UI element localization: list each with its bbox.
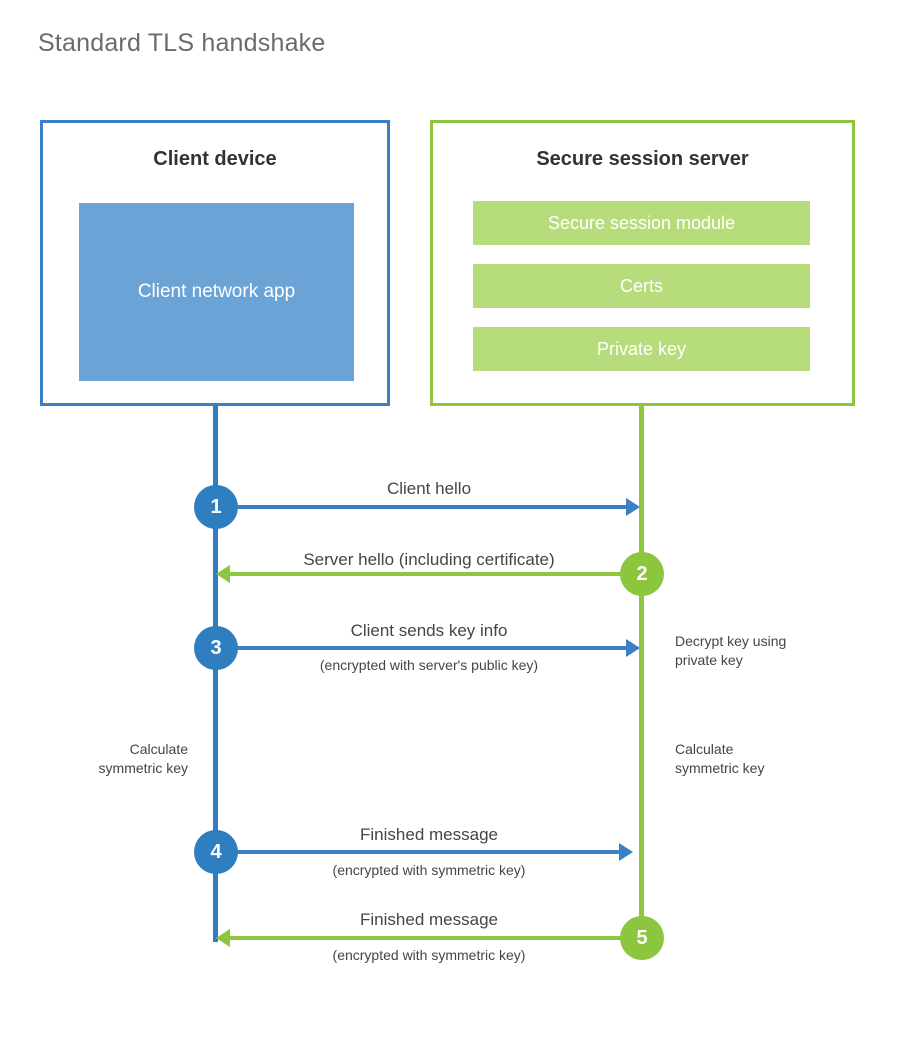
step-1-marker[interactable]: 1	[194, 485, 238, 529]
step-2-label: Server hello (including certificate)	[303, 550, 555, 569]
secure-session-server-title: Secure session server	[536, 148, 749, 170]
annotation-server-calculate-symmetric-key: Calculate symmetric key	[675, 741, 765, 776]
client-device-title: Client device	[153, 148, 277, 170]
step-4-arrow-head	[619, 843, 633, 861]
step-2-arrow-head	[216, 565, 230, 583]
step-4-label: Finished message	[360, 825, 498, 844]
page-title: Standard TLS handshake	[38, 29, 326, 57]
step-2-arrow-line	[230, 572, 642, 576]
step-1-arrow-line	[216, 505, 628, 509]
step-3-arrow-head	[626, 639, 640, 657]
step-1-label: Client hello	[386, 479, 472, 498]
server-component-secure-session-module: Secure session module	[473, 201, 810, 245]
annotation-decrypt-key: Decrypt key using private key	[675, 633, 787, 668]
server-lifeline	[639, 406, 644, 940]
step-5-label: Finished message	[360, 910, 498, 929]
client-lifeline	[213, 406, 218, 942]
step-5-marker[interactable]: 5	[620, 916, 664, 960]
secure-session-server-box: Secure session server Secure session mod…	[430, 120, 855, 406]
annotation-client-calculate-symmetric-key: Calculate symmetric key	[98, 741, 188, 776]
step-4-marker[interactable]: 4	[194, 830, 238, 874]
server-component-certs: Certs	[473, 264, 810, 308]
step-2-marker[interactable]: 2	[620, 552, 664, 596]
step-5-arrow-head	[216, 929, 230, 947]
step-1-arrow-head	[626, 498, 640, 516]
step-3-label: Client sends key info	[350, 621, 508, 640]
step-3-sublabel: (encrypted with server's public key)	[319, 657, 539, 673]
step-4-sublabel: (encrypted with symmetric key)	[332, 862, 526, 878]
server-component-private-key: Private key	[473, 327, 810, 371]
client-device-box: Client device Client network app	[40, 120, 390, 406]
step-3-marker[interactable]: 3	[194, 626, 238, 670]
step-3-arrow-line	[216, 646, 628, 650]
step-5-sublabel: (encrypted with symmetric key)	[332, 947, 526, 963]
step-5-arrow-line	[230, 936, 642, 940]
client-network-app-block: Client network app	[79, 203, 354, 381]
step-4-arrow-line	[216, 850, 619, 854]
